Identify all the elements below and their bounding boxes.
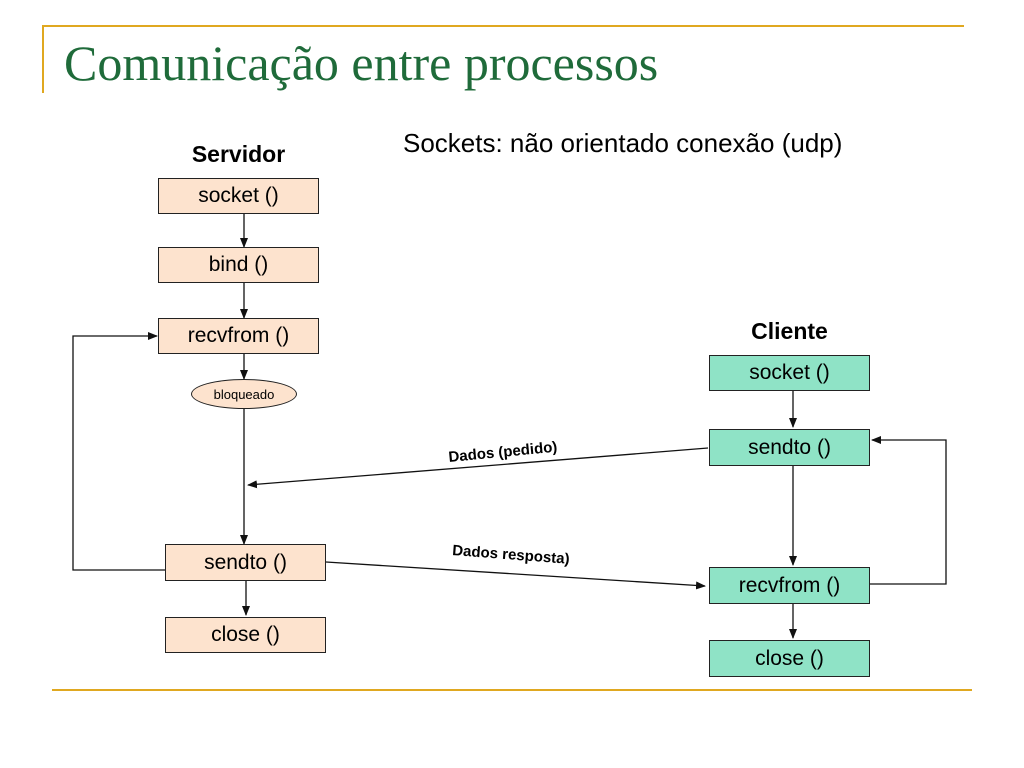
title-corner-rule-vertical: [42, 25, 44, 93]
response-message-arrow: [325, 561, 706, 590]
slide-subtitle: Sockets: não orientado conexão (udp): [403, 128, 843, 158]
response-message-label: Dados resposta): [452, 542, 570, 568]
server-bind-box: bind (): [158, 247, 319, 283]
client-sendto-box: sendto (): [709, 429, 870, 466]
request-message-arrow: [247, 447, 709, 489]
client-heading: Cliente: [751, 318, 828, 344]
server-sendto-box: sendto (): [165, 544, 326, 581]
title-top-rule: [42, 25, 964, 27]
server-close-box: close (): [165, 617, 326, 653]
client-close-box: close (): [709, 640, 870, 677]
client-recvfrom-box: recvfrom (): [709, 567, 870, 604]
server-loop-arrow: [72, 332, 165, 571]
server-blocked-state: bloqueado: [191, 379, 297, 409]
footer-rule: [52, 689, 972, 691]
client-socket-box: socket (): [709, 355, 870, 391]
server-recvfrom-box: recvfrom (): [158, 318, 319, 354]
server-heading: Servidor: [191, 141, 286, 167]
server-socket-box: socket (): [158, 178, 319, 214]
slide-title: Comunicação entre processos: [64, 35, 659, 91]
client-loop-arrow: [870, 436, 947, 585]
